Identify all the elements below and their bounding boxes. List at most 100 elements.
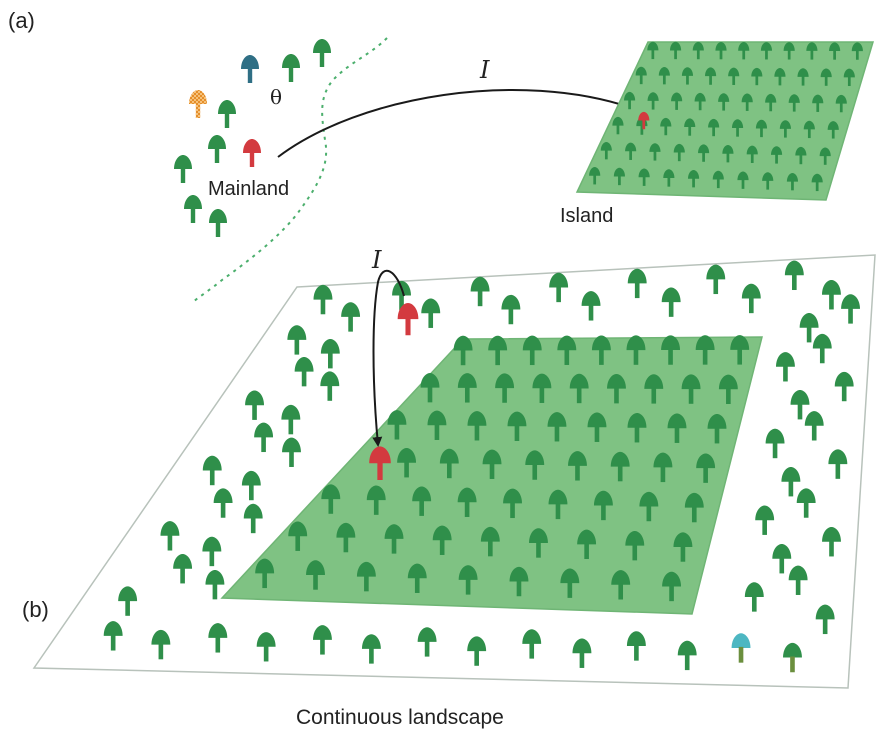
tree-icon [467, 411, 487, 441]
tree-icon [560, 568, 580, 598]
tree-icon [607, 373, 626, 404]
tree-icon [320, 338, 340, 369]
tree-icon [647, 41, 659, 60]
tree-icon [205, 569, 225, 600]
tree-icon [737, 171, 749, 189]
tree-icon [790, 390, 810, 420]
tree-icon [457, 373, 477, 403]
tree-icon [788, 94, 800, 112]
tree-icon [783, 42, 795, 60]
tree-icon [796, 488, 816, 518]
tree-icon [384, 524, 404, 554]
focal-species-tree-icon [638, 111, 650, 130]
immigration-arrow-b [372, 269, 405, 447]
tree-icon [707, 414, 727, 444]
tree-icon [692, 41, 704, 60]
tree-icon [610, 451, 630, 482]
tree-icon [184, 195, 202, 223]
tree-icon [660, 117, 672, 136]
tree-icon [715, 41, 727, 60]
tree-icon [746, 145, 758, 163]
tree-icon [173, 554, 193, 584]
tree-icon [644, 374, 664, 404]
island-label: Island [560, 205, 613, 227]
theta-label: θ [270, 85, 282, 109]
mainland-label: Mainland [208, 178, 289, 200]
tree-icon [626, 631, 646, 661]
tree-icon [577, 529, 597, 560]
tree-icon [613, 167, 625, 186]
tree-icon [569, 373, 589, 404]
tree-icon [501, 294, 521, 325]
tree-icon [772, 544, 792, 574]
tree-icon [741, 283, 761, 314]
tree-icon [241, 470, 261, 501]
tree-icon [712, 170, 724, 189]
tree-icon [625, 142, 637, 160]
tree-icon [673, 143, 685, 162]
tree-icon [779, 120, 791, 138]
tree-icon [294, 356, 314, 387]
tree-icon [282, 437, 301, 467]
tree-icon [356, 561, 376, 592]
tree-icon [572, 638, 592, 668]
tree-icon [281, 404, 301, 435]
tree-icon [804, 411, 824, 441]
tree-icon [532, 373, 552, 403]
tree-icon [827, 121, 839, 139]
immigration-arrow-a [277, 89, 634, 158]
tree-icon [118, 586, 138, 616]
tree-icon [457, 487, 477, 517]
tree-icon [684, 492, 704, 523]
tree-icon [658, 67, 670, 85]
tree-icon [741, 93, 753, 111]
tree-icon [387, 410, 407, 440]
tree-icon [698, 144, 710, 162]
tree-icon [744, 582, 764, 612]
tree-icon [626, 335, 646, 365]
tree-icon [669, 41, 682, 60]
tree-icon [495, 373, 515, 403]
tree-icon [243, 503, 263, 534]
tree-icon [427, 410, 447, 440]
tree-icon [213, 488, 233, 518]
tree-icon [366, 485, 386, 515]
tree-icon [361, 634, 381, 664]
tree-icon [696, 453, 716, 483]
tree-icon [255, 558, 275, 589]
panel-b-label: (b) [22, 597, 49, 622]
tree-icon [681, 374, 701, 404]
tree-icon [503, 488, 522, 519]
tree-icon [821, 280, 841, 310]
tree-icon [151, 629, 171, 660]
tree-icon [397, 448, 417, 478]
tree-icon [174, 155, 192, 183]
tree-icon [812, 333, 832, 364]
tree-icon [671, 92, 683, 110]
tree-icon [313, 39, 331, 67]
tree-icon [282, 54, 300, 82]
island-habitat [575, 41, 875, 201]
tree-icon [320, 371, 340, 401]
tree-icon [412, 486, 432, 516]
tree-icon [797, 68, 809, 86]
tree-icon [673, 532, 693, 562]
tree-icon [209, 209, 227, 237]
immigration-rate-label-a: I [479, 56, 490, 84]
new-species-tree-icon [241, 55, 259, 83]
tree-icon [728, 67, 740, 85]
tree-icon [820, 68, 832, 86]
tree-icon [407, 563, 427, 593]
tree-icon [525, 450, 545, 480]
tree-icon [624, 91, 636, 110]
panel-a-label: (a) [8, 8, 35, 33]
tree-icon [313, 625, 332, 655]
tree-icon [432, 525, 452, 555]
tree-icon [687, 170, 700, 188]
tree-icon [760, 42, 773, 60]
tree-icon [467, 636, 487, 666]
tree-icon [755, 119, 768, 138]
tree-icon [649, 143, 661, 161]
tree-icon [667, 413, 687, 443]
